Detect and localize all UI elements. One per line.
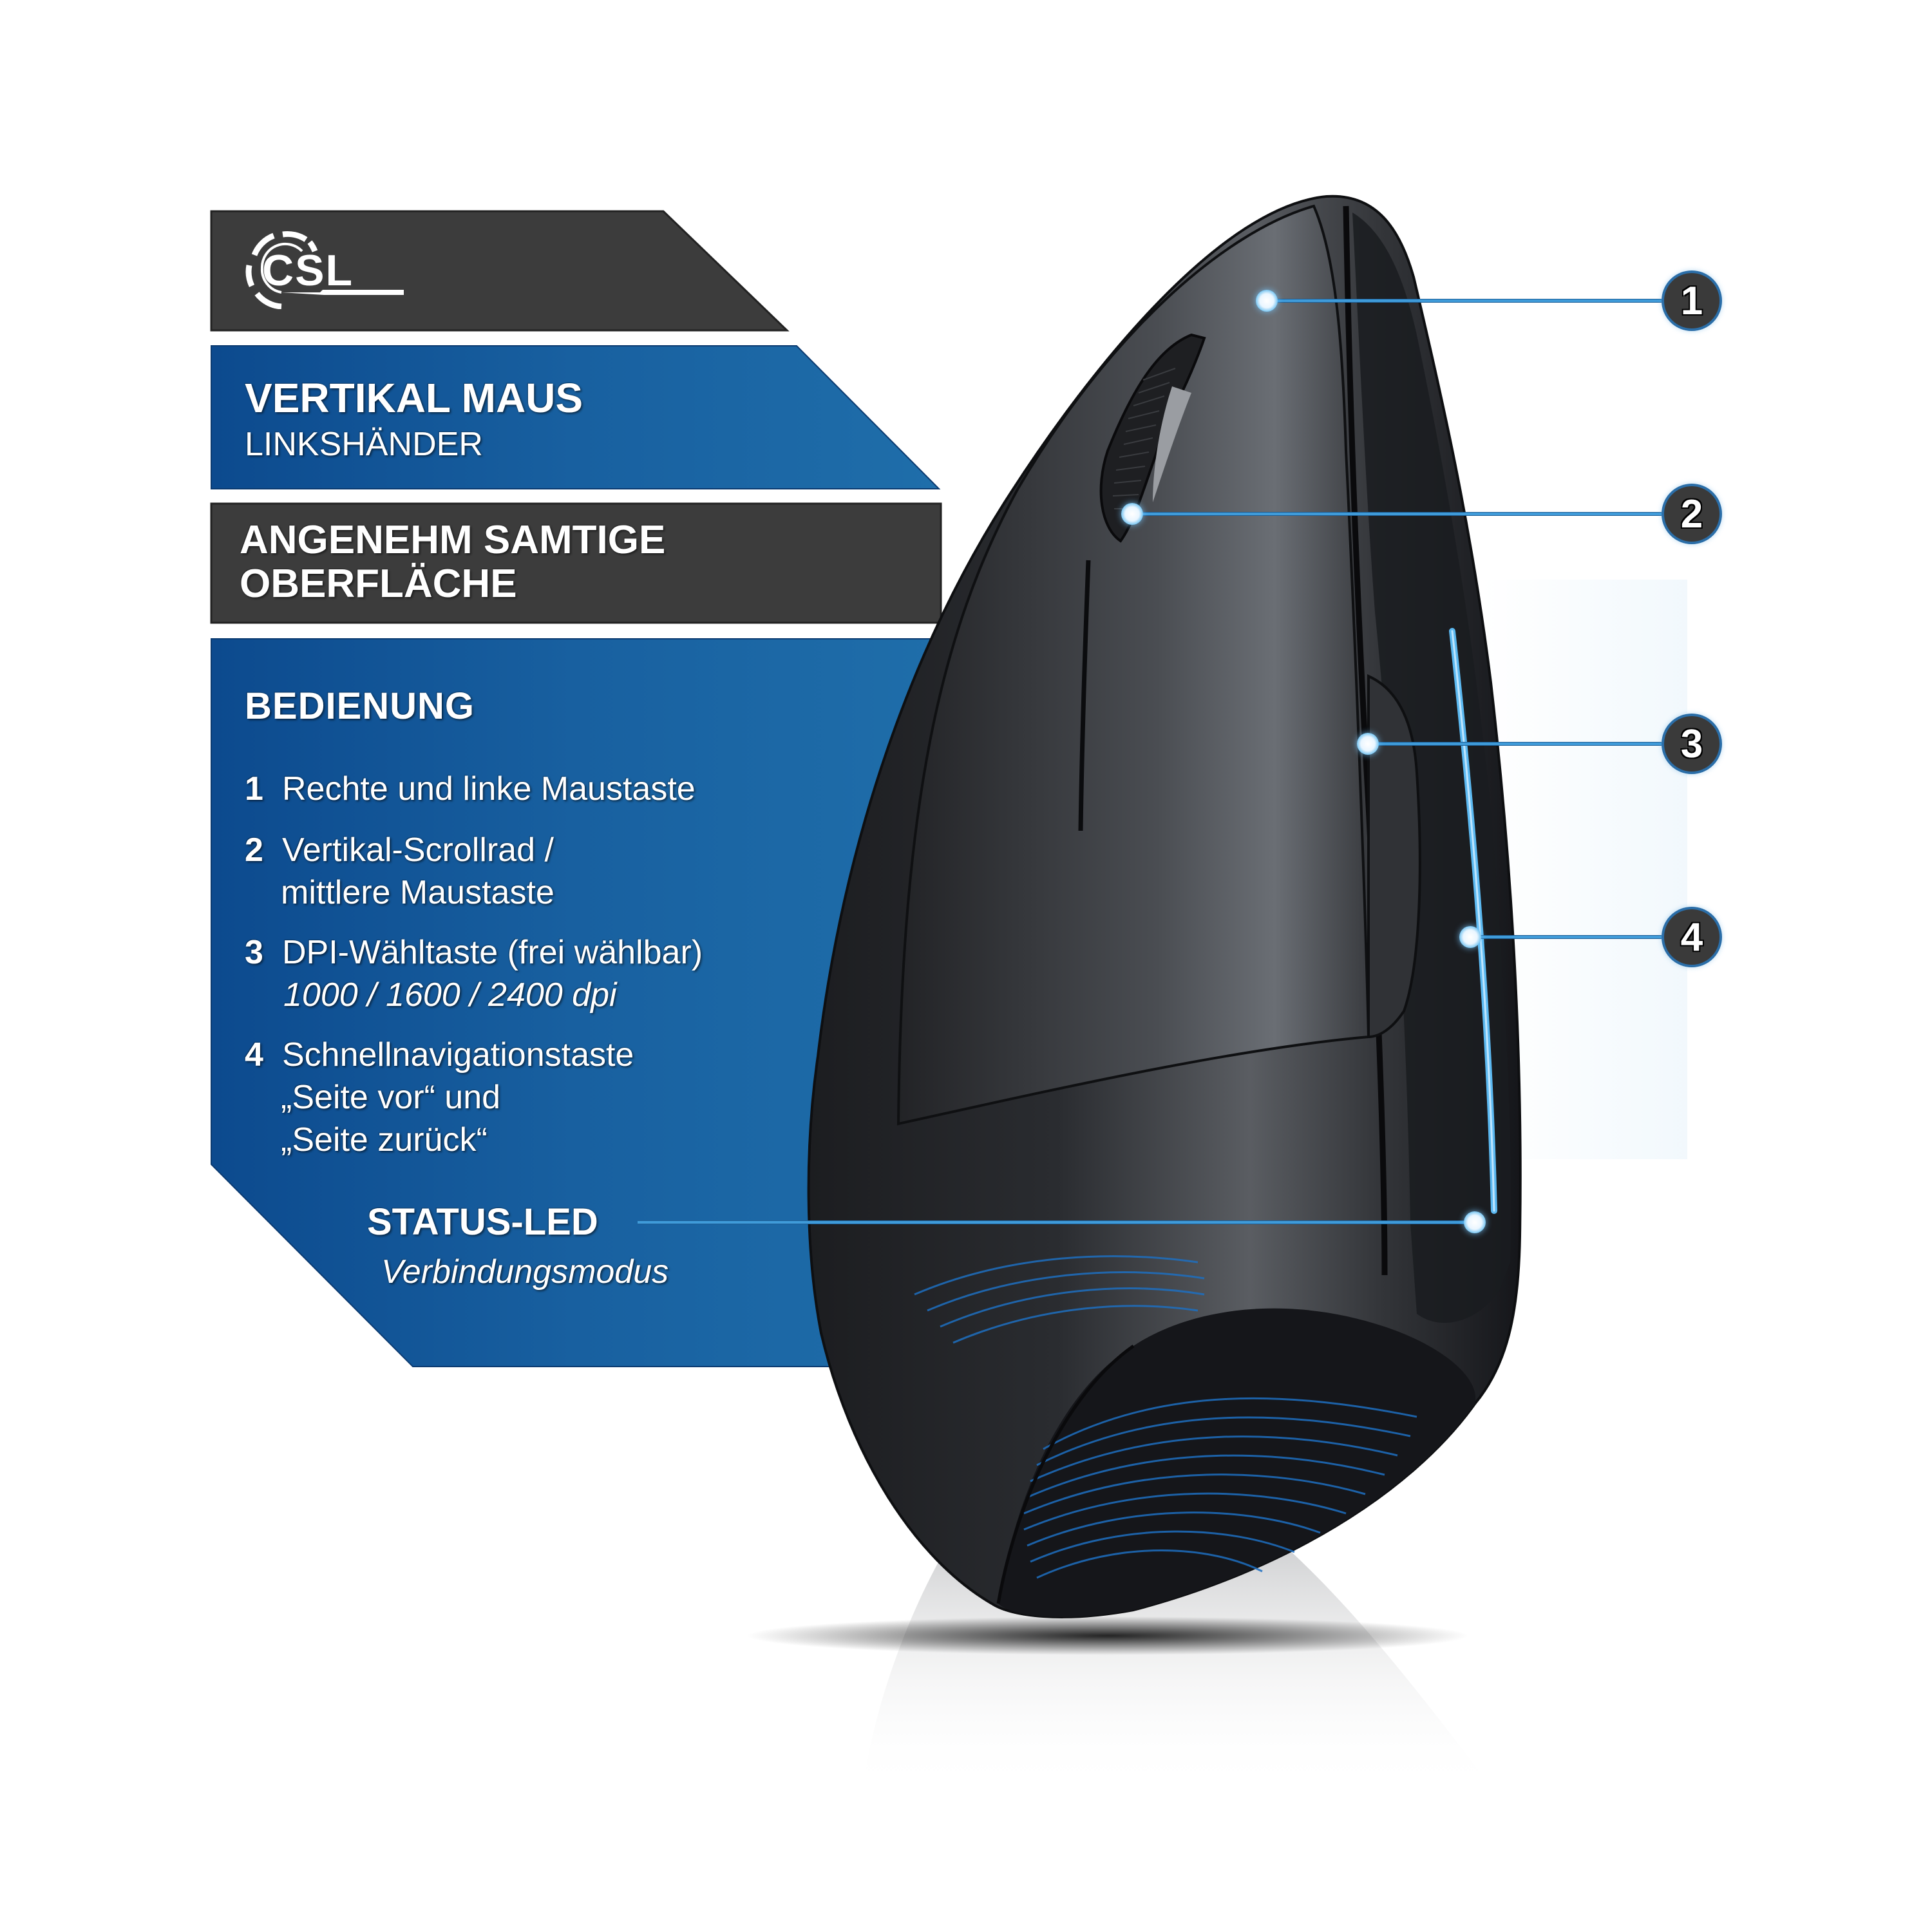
item-text: Rechte und linke Maustaste [282,770,696,808]
callout-dot-2 [1121,503,1143,525]
callout-dot-status-led [1464,1211,1486,1233]
surface-panel [210,502,942,624]
callout-line-4 [1470,935,1662,939]
callout-dot-3 [1357,733,1379,755]
callout-line-1 [1267,299,1662,303]
title-panel [211,345,941,489]
item-text: mittlere Maustaste [281,874,554,911]
status-led-label: STATUS-LED [367,1201,598,1243]
callout-line-2 [1132,512,1662,516]
callout-badge-1: 1 [1662,270,1722,331]
item-number: 2 [245,831,263,869]
status-led-description: Verbindungsmodus [381,1253,669,1291]
mouse-side-panel [1352,213,1511,1323]
operation-panel [211,638,942,1367]
item-text: „Seite zurück“ [281,1121,488,1159]
thumb-texture-lines [914,1255,1417,1579]
item-number: 4 [245,1036,263,1074]
thumb-seam [996,1344,1135,1604]
csl-logo: CSL [243,227,404,309]
mouse-thumb-rest [998,1308,1476,1617]
logo-text: CSL [262,246,354,295]
dpi-values: 1000 / 1600 / 2400 dpi [283,976,617,1014]
product-subtitle: LINKSHÄNDER [245,426,483,463]
item-number: 1 [245,770,263,808]
logo-panel [210,210,790,332]
item-text: DPI-Wähltaste (frei wählbar) [282,934,703,971]
product-title: VERTIKAL MAUS [245,375,583,421]
mouse-primary-button [896,204,1370,1126]
surface-line-1: ANGENEHM SAMTIGE [240,518,666,562]
callout-line-status-led [638,1220,1475,1224]
callout-badge-4: 4 [1662,907,1722,967]
surface-line-2: OBERFLÄCHE [240,562,517,606]
callout-line-3 [1368,742,1662,746]
operation-heading: BEDIENUNG [245,685,475,727]
item-text: Vertikal-Scrollrad / [282,831,554,869]
item-text: „Seite vor“ und [281,1079,501,1116]
callout-badge-2: 2 [1662,484,1722,544]
callout-badge-3: 3 [1662,714,1722,774]
callout-dot-4 [1459,926,1481,948]
mouse-shadow [747,1616,1468,1655]
item-text: Schnellnavigationstaste [282,1036,634,1074]
callout-dot-1 [1256,290,1278,312]
mouse-dpi-button [1367,674,1421,1039]
button-split-line [1078,560,1091,831]
item-number: 3 [245,934,263,971]
csl-ring-logo-icon [245,231,404,309]
